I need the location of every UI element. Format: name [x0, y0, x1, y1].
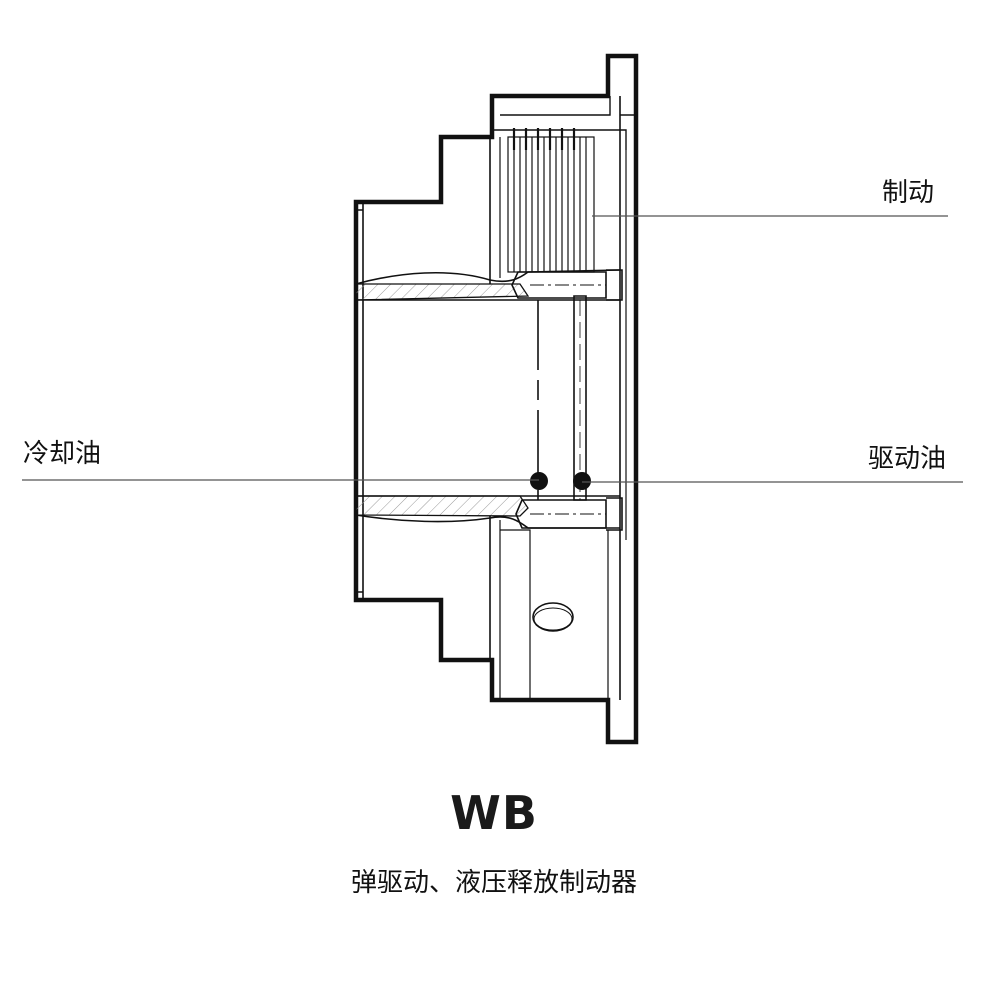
- shaft-flange-step: [356, 202, 364, 600]
- lower-oval-port-inner: [533, 607, 573, 631]
- drive-oil-port: [573, 472, 591, 490]
- lower-hatched-section: [355, 495, 529, 517]
- model-description: 弹驱动、液压释放制动器: [350, 868, 637, 898]
- brake-label: 制动: [882, 178, 935, 208]
- brake-disc-stack: [507, 136, 595, 273]
- cooling-oil-label: 冷却油: [23, 439, 102, 469]
- housing-outline: [353, 53, 639, 745]
- spring-teeth: [512, 128, 576, 150]
- drive-oil-label: 驱动油: [868, 444, 947, 474]
- upper-bolt: [511, 269, 623, 301]
- lower-housing-step: [500, 529, 609, 700]
- shaft-bore-lower-edge: [355, 514, 620, 529]
- upper-hatched-section: [355, 283, 530, 301]
- lower-oval-port: [532, 602, 574, 632]
- cooling-oil-port: [530, 472, 548, 490]
- top-housing-step: [494, 96, 636, 150]
- lower-bolt: [515, 497, 623, 531]
- drive-oil-channel: [573, 295, 587, 501]
- shaft-bore-upper-edge: [355, 269, 621, 285]
- model-title: WB: [450, 786, 538, 840]
